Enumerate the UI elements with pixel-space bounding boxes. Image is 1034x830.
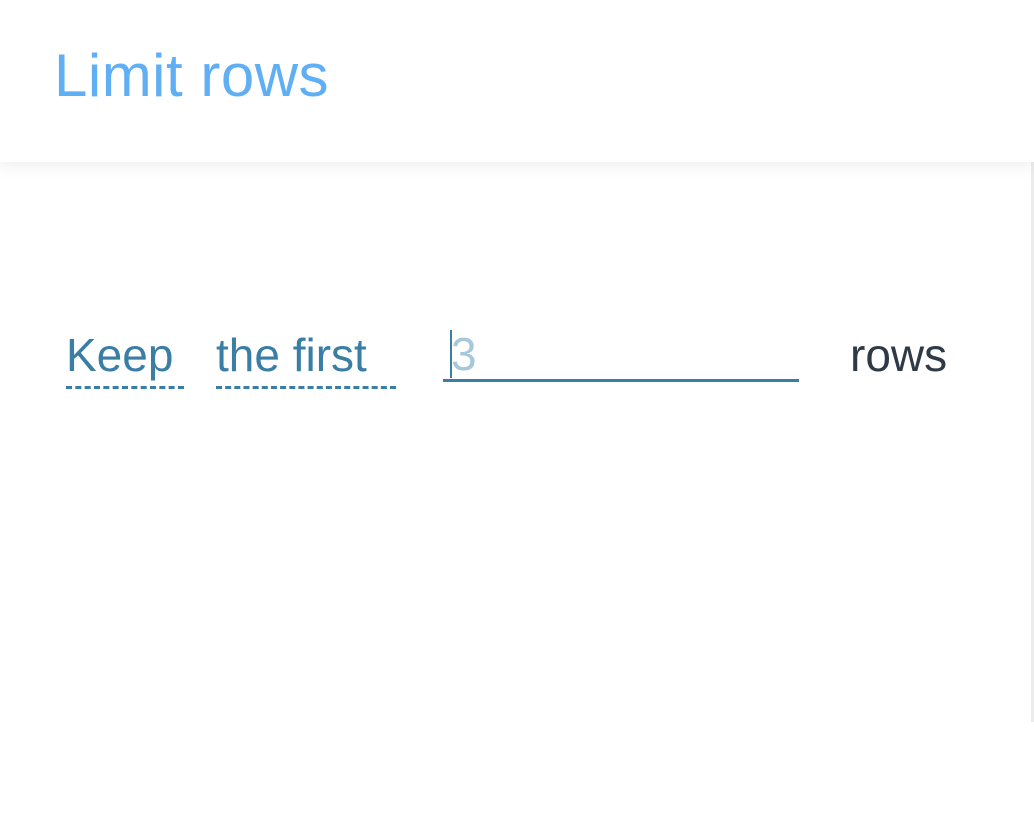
position-dropdown[interactable]: the first — [216, 324, 396, 389]
panel-right-border — [1031, 162, 1034, 722]
text-caret — [450, 330, 452, 378]
panel-header: Limit rows — [0, 0, 1034, 162]
panel-title: Limit rows — [54, 42, 330, 109]
mode-dropdown[interactable]: Keep — [66, 324, 184, 389]
row-count-input[interactable] — [443, 328, 799, 382]
limit-clause-row: Keep the first rows — [66, 324, 1006, 394]
rows-unit-label: rows — [850, 329, 948, 381]
